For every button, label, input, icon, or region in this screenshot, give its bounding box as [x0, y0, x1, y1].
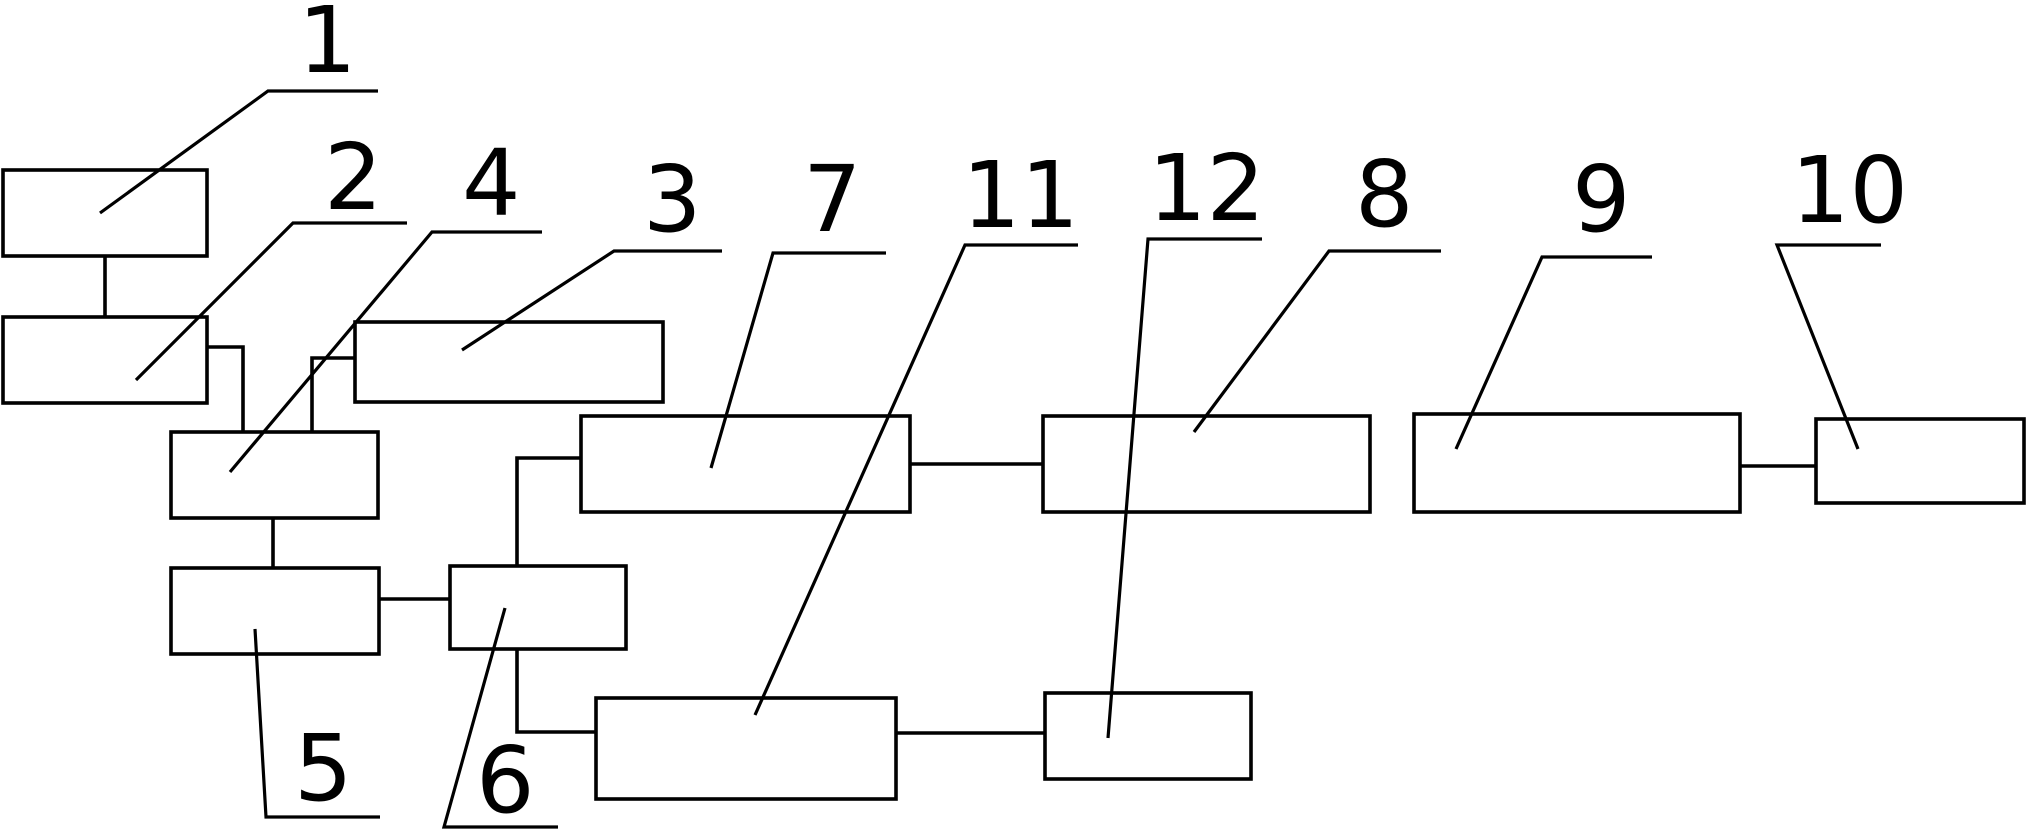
ref-label-5: 5 — [294, 715, 353, 822]
block-11 — [594, 696, 898, 801]
wire-4-3 — [310, 356, 355, 432]
block-5 — [169, 566, 381, 656]
leader-11 — [753, 243, 1078, 716]
leader-1 — [99, 89, 378, 215]
block-4 — [169, 430, 380, 520]
ref-label-11: 11 — [962, 142, 1079, 249]
block-7 — [579, 414, 912, 514]
wire-2-4 — [207, 345, 245, 432]
ref-label-7: 7 — [803, 146, 862, 253]
wire-6-11 — [515, 649, 596, 734]
ref-label-4: 4 — [462, 130, 521, 237]
ref-label-1: 1 — [298, 0, 357, 94]
leader-3 — [461, 249, 722, 352]
ref-label-12: 12 — [1148, 135, 1265, 242]
block-6 — [448, 564, 628, 651]
leader-5 — [253, 628, 380, 819]
ref-label-2: 2 — [324, 124, 383, 231]
block-9 — [1412, 412, 1742, 514]
leader-10 — [1774, 243, 1881, 450]
leader-4 — [228, 230, 542, 474]
block-8 — [1041, 414, 1372, 514]
ref-label-10: 10 — [1791, 137, 1908, 244]
leader-6 — [441, 607, 558, 829]
leader-7 — [709, 251, 886, 469]
block-12 — [1043, 691, 1253, 781]
block-3 — [353, 320, 665, 404]
ref-label-9: 9 — [1572, 146, 1631, 253]
ref-label-8: 8 — [1355, 141, 1414, 248]
block-1 — [1, 168, 209, 258]
block-2 — [1, 315, 209, 405]
leader-12 — [1106, 237, 1262, 739]
block-10 — [1814, 417, 2026, 505]
ref-label-3: 3 — [643, 146, 702, 253]
leader-9 — [1454, 255, 1652, 450]
leader-2 — [134, 221, 407, 382]
ref-label-6: 6 — [476, 727, 535, 832]
leader-8 — [1192, 249, 1441, 433]
wire-6-7 — [515, 456, 581, 566]
